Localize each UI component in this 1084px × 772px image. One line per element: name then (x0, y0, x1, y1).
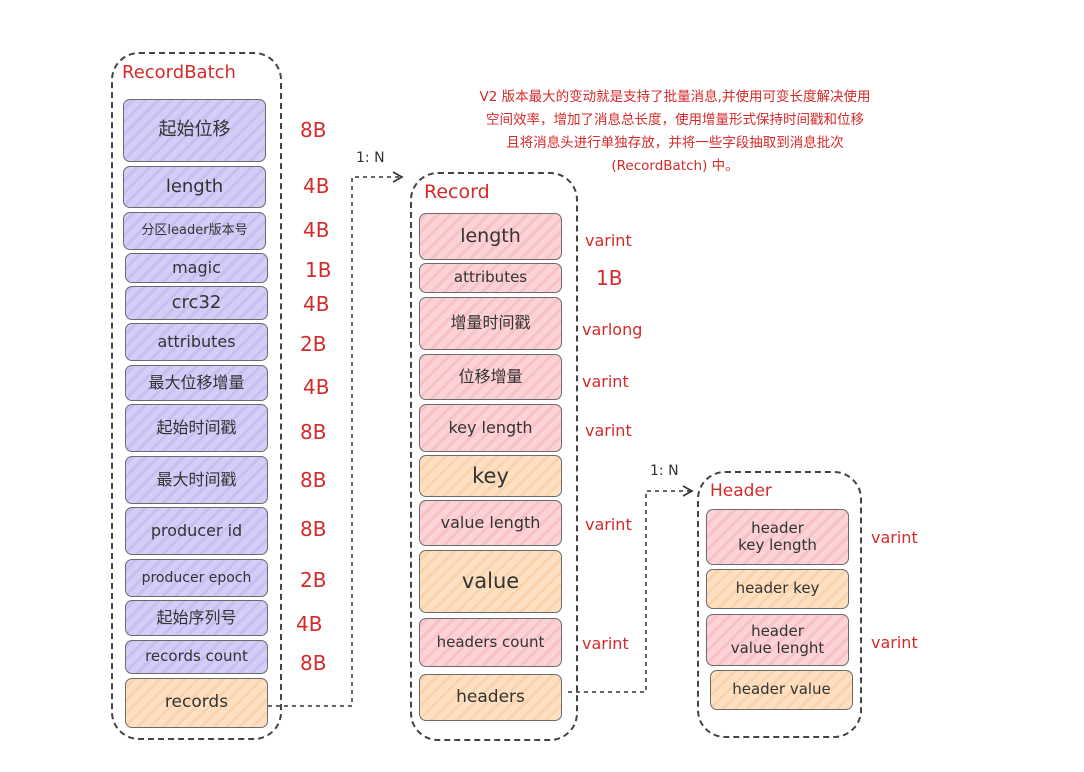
batch-field-records: records (125, 678, 268, 728)
record-size-offset-delta: varint (582, 372, 629, 391)
batch-field-crc32: crc32 (125, 286, 268, 320)
batch-field-base-sequence: 起始序列号 (125, 600, 268, 636)
record-size-value-length: varint (585, 515, 632, 534)
relation-batch-record: 1: N (356, 150, 385, 166)
arrow-head-header (682, 485, 694, 497)
header-field-key: header key (706, 569, 849, 609)
record-size-headers-count: varint (582, 634, 629, 653)
arrow-head-record (392, 171, 404, 183)
batch-field-producer-epoch: producer epoch (125, 559, 268, 597)
header-field-key-length: header key length (706, 509, 849, 565)
batch-field-first-timestamp: 起始时间戳 (125, 404, 268, 452)
note-line-3: 且将消息头进行单独存放，并将一些字段抽取到消息批次 (506, 135, 844, 151)
batch-size-magic: 1B (305, 258, 332, 282)
record-field-value: value (419, 550, 562, 613)
header-field-key-length-line2: key length (738, 536, 817, 554)
record-title: Record (424, 181, 490, 203)
note-line-1: V2 版本最大的变动就是支持了批量消息,并使用可变长度解决使用 (479, 89, 871, 105)
record-field-attributes: attributes (419, 263, 562, 293)
batch-size-records-count: 8B (300, 651, 327, 675)
record-size-attributes: 1B (596, 266, 623, 290)
header-group (697, 471, 862, 738)
header-field-value-length-line2: value lenght (730, 639, 825, 657)
arrow-batch-to-record (268, 176, 400, 707)
batch-size-max-timestamp: 8B (300, 468, 327, 492)
header-title: Header (710, 481, 772, 501)
note-line-2: 空间效率，增加了消息总长度，使用增量形式保持时间戳和位移 (486, 112, 864, 128)
batch-size-base-offset: 8B (300, 118, 327, 142)
header-field-key-length-line1: header (751, 518, 804, 537)
batch-size-leader-epoch: 4B (303, 218, 330, 242)
header-field-value-length-line1: header (751, 621, 804, 640)
batch-field-records-count: records count (125, 640, 268, 674)
record-field-headers-count: headers count (419, 618, 562, 667)
header-field-value: header value (710, 670, 853, 710)
record-field-key: key (419, 455, 562, 497)
batch-field-magic: magic (125, 253, 268, 283)
record-size-key-length: varint (585, 421, 632, 440)
batch-size-attributes: 2B (300, 332, 327, 356)
record-size-timestamp-delta: varlong (582, 320, 643, 339)
header-size-key-length: varint (871, 528, 918, 547)
header-field-value-length: header value lenght (706, 614, 849, 666)
note-line-4: (RecordBatch) 中。 (611, 158, 739, 174)
header-size-value-length: varint (871, 633, 918, 652)
arrow-record-to-header (568, 490, 690, 693)
batch-size-last-offset-delta: 4B (303, 375, 330, 399)
batch-size-first-timestamp: 8B (300, 420, 327, 444)
record-field-value-length: value length (419, 500, 562, 546)
relation-record-header: 1: N (650, 463, 679, 479)
description-note: V2 版本最大的变动就是支持了批量消息,并使用可变长度解决使用 空间效率，增加了… (440, 86, 910, 178)
record-field-key-length: key length (419, 404, 562, 452)
record-field-timestamp-delta: 增量时间戳 (419, 297, 562, 350)
batch-size-length: 4B (303, 174, 330, 198)
batch-size-producer-id: 8B (300, 517, 327, 541)
record-field-headers: headers (419, 674, 562, 721)
batch-size-base-sequence: 4B (296, 612, 323, 636)
batch-field-length: length (123, 166, 266, 208)
record-field-length: length (419, 213, 562, 260)
batch-size-crc32: 4B (303, 292, 330, 316)
record-batch-title: RecordBatch (122, 62, 236, 83)
batch-field-max-timestamp: 最大时间戳 (125, 456, 268, 504)
batch-field-producer-id: producer id (125, 507, 268, 555)
batch-field-leader-epoch: 分区leader版本号 (123, 212, 266, 250)
batch-field-base-offset: 起始位移 (123, 99, 266, 162)
record-field-offset-delta: 位移增量 (419, 354, 562, 400)
record-size-length: varint (585, 231, 632, 250)
record-group (410, 172, 578, 741)
record-batch-group (111, 52, 282, 740)
batch-size-producer-epoch: 2B (300, 568, 327, 592)
batch-field-last-offset-delta: 最大位移增量 (125, 365, 268, 401)
batch-field-attributes: attributes (125, 323, 268, 361)
